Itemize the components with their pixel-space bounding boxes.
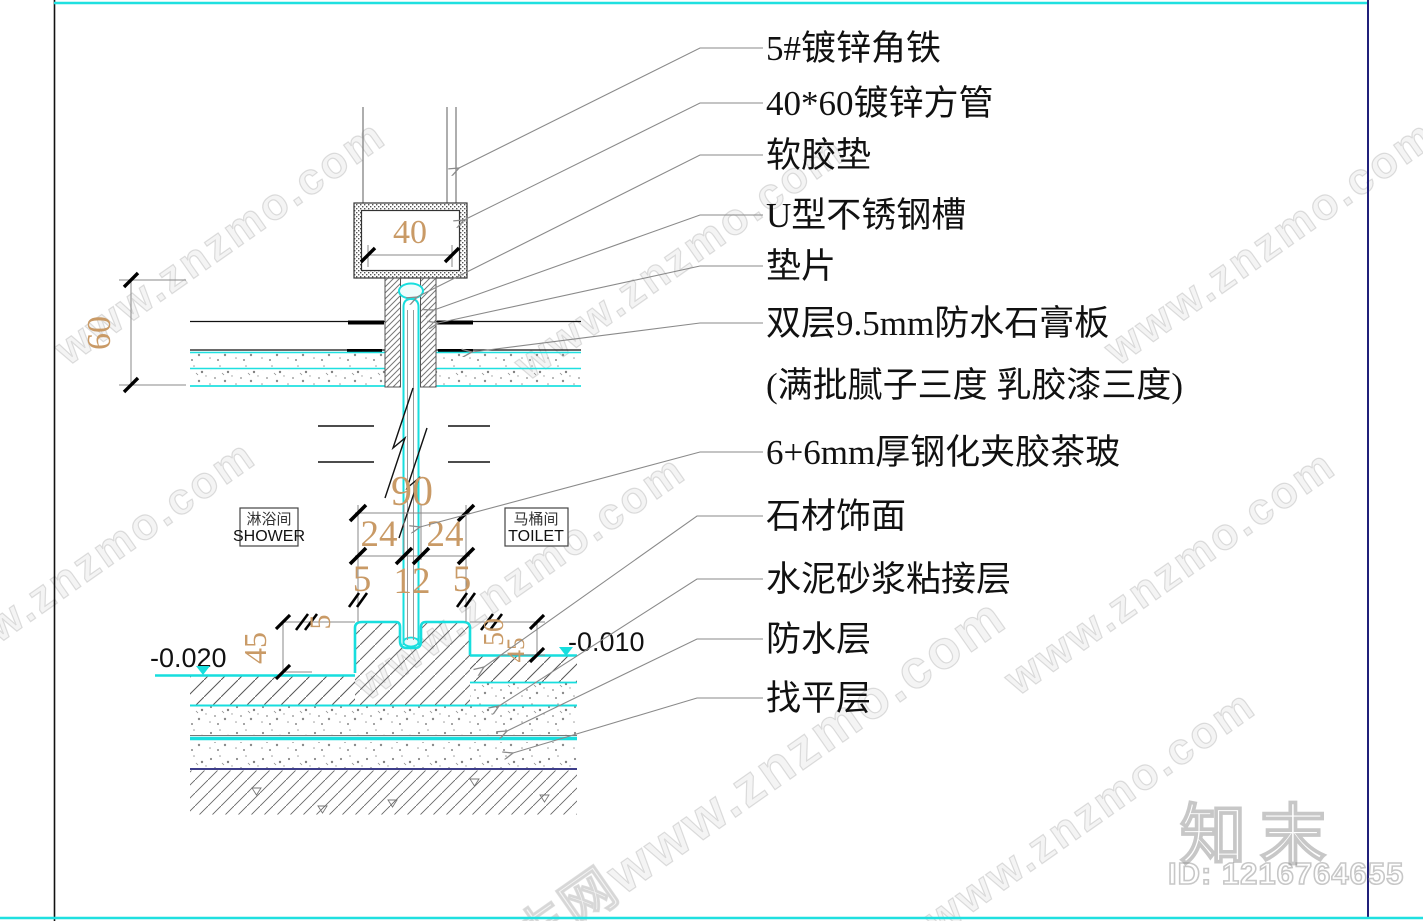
callout-rubber-pad: 软胶垫 xyxy=(766,136,871,175)
ceiling-right xyxy=(436,320,581,387)
callout-gypsum-board: 双层9.5mm防水石膏板 xyxy=(766,304,1109,343)
callout-stone-finish: 石材饰面 xyxy=(766,497,906,536)
svg-text:5: 5 xyxy=(453,559,472,600)
callout-mortar-layer: 水泥砂浆粘接层 xyxy=(766,560,1011,599)
dim-tick xyxy=(443,246,461,264)
callout-gypsum-note: (满批腻子三度 乳胶漆三度) xyxy=(766,366,1183,405)
svg-text:淋浴间: 淋浴间 xyxy=(246,511,291,528)
svg-text:-0.020: -0.020 xyxy=(150,643,227,673)
svg-text:马桶间: 马桶间 xyxy=(513,511,558,528)
leader-lines xyxy=(417,47,763,753)
callout-angle-iron: 5#镀锌角铁 xyxy=(766,29,941,68)
callout-u-channel: U型不锈钢槽 xyxy=(766,196,966,235)
svg-text:90: 90 xyxy=(391,469,433,515)
callout-square-tube: 40*60镀锌方管 xyxy=(766,84,994,123)
svg-text:-0.010: -0.010 xyxy=(568,627,645,657)
callout-waterproof: 防水层 xyxy=(766,620,871,659)
callout-labels: 5#镀锌角铁 40*60镀锌方管 软胶垫 U型不锈钢槽 垫片 双层9.5mm防水… xyxy=(766,29,1183,718)
floor-structure-layers xyxy=(190,706,577,815)
svg-text:50: 50 xyxy=(479,618,510,646)
glass-setting-pad xyxy=(402,636,420,648)
structural-slab-hatch xyxy=(190,770,577,815)
hanger-lines xyxy=(362,107,457,203)
callout-leveling: 找平层 xyxy=(766,679,871,718)
room-tag-shower: 淋浴间 SHOWER xyxy=(233,507,305,547)
dim-ceiling-depth: 60 xyxy=(81,271,186,394)
svg-text:12: 12 xyxy=(394,561,431,602)
dim-glass-zone: 90 xyxy=(391,469,433,515)
dim-curb-left: 45 5 xyxy=(237,613,355,681)
dim-row-24-24: 24 24 xyxy=(348,503,476,622)
room-tag-toilet: 马桶间 TOILET xyxy=(504,507,569,547)
callout-shim: 垫片 xyxy=(766,247,836,286)
break-marks xyxy=(347,592,477,608)
ceiling-left xyxy=(190,320,385,387)
svg-text:24: 24 xyxy=(361,514,398,555)
dim-tick xyxy=(359,246,377,264)
break-symbol xyxy=(318,387,490,539)
level-toilet: -0.010 xyxy=(559,627,645,657)
svg-text:60: 60 xyxy=(81,316,118,350)
svg-text:5: 5 xyxy=(353,559,372,600)
tube-width-dim: 40 xyxy=(393,214,427,251)
dim-row-5-12-5: 5 12 5 xyxy=(347,546,477,608)
svg-text:45: 45 xyxy=(237,632,273,664)
shower-floor-finish xyxy=(155,674,355,705)
callout-glass: 6+6mm厚钢化夹胶茶玻 xyxy=(766,433,1120,472)
level-shower: -0.020 xyxy=(150,643,227,675)
concrete-curb xyxy=(353,620,472,705)
curb-waterproof-outline xyxy=(353,620,472,673)
svg-text:TOILET: TOILET xyxy=(508,528,564,545)
u-channel-section xyxy=(384,277,437,388)
svg-text:5: 5 xyxy=(304,615,337,630)
concrete-symbols xyxy=(251,778,550,814)
svg-text:SHOWER: SHOWER xyxy=(233,528,305,545)
square-tube-section: 40 xyxy=(353,202,468,279)
